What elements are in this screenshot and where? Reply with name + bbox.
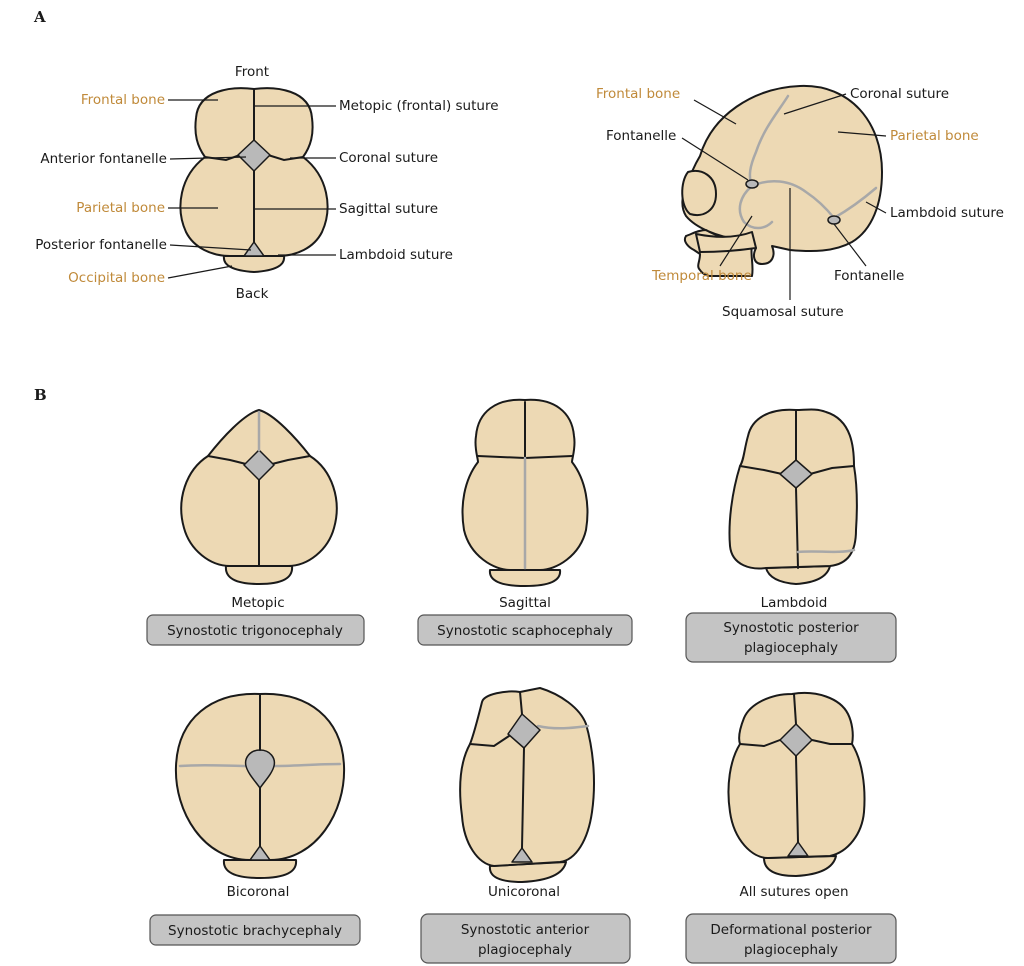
label-sagittal-suture: Sagittal suture xyxy=(339,201,438,217)
eye-orbit xyxy=(682,171,716,215)
occipital-bone-shape xyxy=(226,566,292,584)
label-front: Front xyxy=(235,64,269,80)
label-posterior-fontanelle: Posterior fontanelle xyxy=(35,237,167,253)
anterolateral-fontanelle xyxy=(746,180,758,188)
posterolateral-fontanelle xyxy=(828,216,840,224)
skull-top-view xyxy=(180,88,327,272)
label-parietal-bone-side: Parietal bone xyxy=(890,128,979,144)
skull-lambdoid xyxy=(729,410,856,585)
skull-outline xyxy=(729,410,856,569)
fused-coronal-suture xyxy=(180,765,246,766)
skull-metopic xyxy=(181,410,336,584)
diagnosis-lambdoid-line1: Synostotic posterior xyxy=(723,620,859,636)
label-parietal-bone-top: Parietal bone xyxy=(76,200,165,216)
occipital-bone-shape xyxy=(224,256,284,272)
label-fontanelle-back: Fontanelle xyxy=(834,268,904,284)
label-coronal-suture-top: Coronal suture xyxy=(339,150,438,166)
panel-b-letter: B xyxy=(34,386,47,404)
skull-name-bicoronal: Bicoronal xyxy=(227,884,290,900)
label-lambdoid-suture-side: Lambdoid suture xyxy=(890,205,1004,221)
label-metopic-suture: Metopic (frontal) suture xyxy=(339,98,499,114)
label-coronal-suture-side: Coronal suture xyxy=(850,86,949,102)
label-frontal-bone-top: Frontal bone xyxy=(81,92,165,108)
label-frontal-bone-side: Frontal bone xyxy=(596,86,680,102)
label-back: Back xyxy=(236,286,269,302)
diagnosis-all-open-line2: plagiocephaly xyxy=(744,942,838,958)
label-temporal-bone: Temporal bone xyxy=(651,268,752,284)
label-fontanelle-front: Fontanelle xyxy=(606,128,676,144)
skull-name-sagittal: Sagittal xyxy=(499,595,551,611)
skull-bicoronal xyxy=(176,694,344,878)
leader-occipital-bone-top xyxy=(168,266,232,278)
diagnosis-sagittal: Synostotic scaphocephaly xyxy=(437,623,613,639)
skull-name-metopic: Metopic xyxy=(231,595,284,611)
label-lambdoid-suture-top: Lambdoid suture xyxy=(339,247,453,263)
diagnosis-metopic: Synostotic trigonocephaly xyxy=(167,623,343,639)
occipital-bone-shape xyxy=(224,860,296,878)
occipital-bone-shape xyxy=(764,856,836,876)
diagnosis-unicoronal-line1: Synostotic anterior xyxy=(461,922,590,938)
skull-unicoronal xyxy=(460,688,594,882)
skull-outline xyxy=(460,688,594,866)
diagnosis-all-open-line1: Deformational posterior xyxy=(710,922,872,938)
label-occipital-bone-top: Occipital bone xyxy=(68,270,165,286)
diagnosis-unicoronal-line2: plagiocephaly xyxy=(478,942,572,958)
skull-name-unicoronal: Unicoronal xyxy=(488,884,560,900)
diagnosis-bicoronal: Synostotic brachycephaly xyxy=(168,923,342,939)
skull-sagittal xyxy=(463,400,588,586)
label-squamosal-suture: Squamosal suture xyxy=(722,304,844,320)
diagnosis-lambdoid-line2: plagiocephaly xyxy=(744,640,838,656)
occipital-bone-shape xyxy=(490,570,560,586)
skull-all-open xyxy=(728,693,864,876)
label-anterior-fontanelle: Anterior fontanelle xyxy=(40,151,167,167)
panel-a-letter: A xyxy=(33,8,46,26)
skull-name-lambdoid: Lambdoid xyxy=(761,595,828,611)
skull-name-all-open: All sutures open xyxy=(739,884,848,900)
